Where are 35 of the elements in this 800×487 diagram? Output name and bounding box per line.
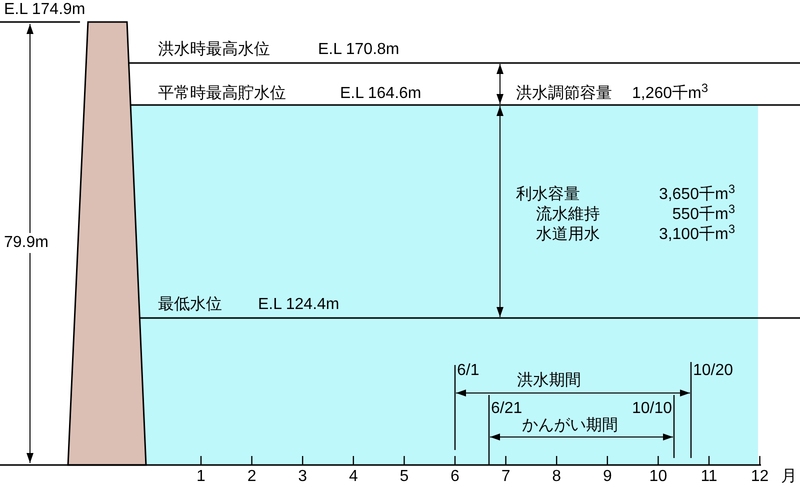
month-label: 7 [501, 467, 510, 487]
date-label: 10/10 [632, 399, 672, 419]
elevation-label: E.L 124.4m [258, 295, 340, 315]
capacity-label: 水道用水 [536, 225, 600, 245]
month-label: 6 [450, 467, 460, 487]
date-label: 6/21 [491, 399, 522, 419]
elevation-label: E.L 170.8m [318, 40, 400, 60]
water-level-label: 最低水位 [158, 295, 222, 315]
period-label: かんがい期間 [522, 416, 618, 436]
month-label: 2 [247, 467, 256, 487]
date-label: 6/1 [457, 361, 480, 381]
month-label: 1 [196, 467, 206, 487]
unit-label: 月 [781, 467, 797, 487]
month-label: 9 [602, 467, 612, 487]
capacity-value: 3,100千m$^{3}$ [658, 225, 735, 245]
elevation-label: E.L 174.9m [4, 0, 86, 20]
capacity-label: 流水維持 [536, 205, 600, 225]
capacity-value: 3,650千m$^{3}$ [658, 185, 735, 204]
capacity-value: 1,260千m$^{3}$ [632, 84, 708, 104]
water-level-label: 平常時最高貯水位 [158, 84, 286, 104]
month-label: 8 [552, 467, 562, 487]
capacity-label: 洪水調節容量 [516, 84, 612, 104]
month-label: 4 [348, 467, 358, 487]
elevation-label: E.L 164.6m [340, 84, 422, 104]
month-label: 5 [400, 467, 409, 487]
month-label: 10 [649, 467, 668, 487]
water-level-label: 洪水時最高水位 [158, 40, 270, 60]
date-label: 10/20 [693, 361, 734, 381]
month-label: 3 [298, 467, 308, 487]
month-label: 11 [700, 467, 718, 487]
capacity-value: 550千m$^{3}$ [672, 205, 735, 224]
capacity-label: 利水容量 [516, 185, 580, 205]
period-label: 洪水期間 [517, 371, 581, 391]
month-label: 12 [750, 467, 769, 487]
height-label: 79.9m [4, 233, 48, 253]
